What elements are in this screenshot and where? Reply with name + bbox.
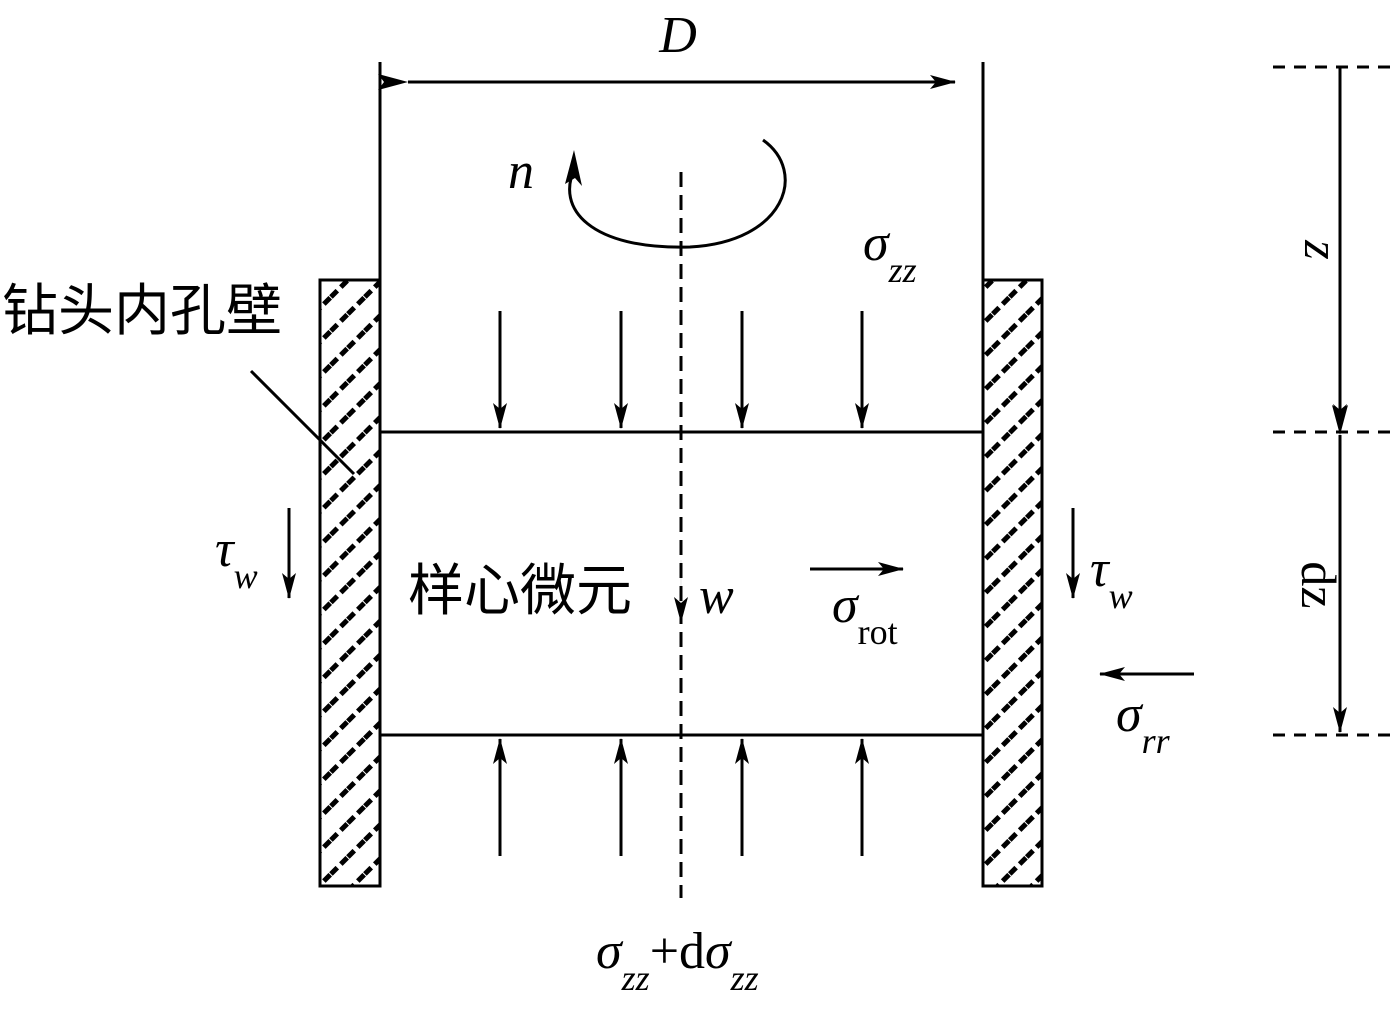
- sigma-symbol: σ: [863, 215, 891, 272]
- subscript-rot: rot: [858, 612, 898, 652]
- drill-wall-left: [318, 278, 382, 888]
- bottom-stress-arrows: [493, 738, 869, 856]
- plus-d: +d: [650, 923, 705, 980]
- sigma-zz-bottom-label: σzz+dσzz: [596, 923, 759, 998]
- tau-w-left-label: τw: [215, 521, 258, 596]
- subscript-rr: rr: [1142, 721, 1171, 761]
- subscript-zz: zz: [621, 958, 650, 998]
- tau-w-right-label: τw: [1090, 541, 1133, 616]
- subscript-w: w: [1109, 576, 1133, 616]
- diameter-label: D: [658, 7, 697, 64]
- drill-wall-right: [981, 278, 1044, 888]
- drill-wall-label: 钻头内孔壁: [2, 279, 282, 344]
- wall-leader-line: [249, 369, 356, 476]
- sigma-rot-label: σrot: [832, 577, 898, 652]
- tau-symbol: τ: [1090, 541, 1111, 598]
- core-element-label: 样心微元: [408, 559, 632, 624]
- sigma-rr-label: σrr: [1116, 686, 1171, 761]
- rotation-arrow: [568, 138, 787, 249]
- subscript-zz: zz: [888, 250, 917, 290]
- rotation-label: n: [508, 143, 534, 200]
- top-stress-arrows: [493, 311, 869, 429]
- subscript-w: w: [234, 556, 258, 596]
- sigma-symbol: σ: [1116, 686, 1144, 743]
- dz-dimension-label: dz: [1291, 561, 1347, 608]
- sigma-symbol: σ: [596, 923, 624, 980]
- z-dimension-label: z: [1294, 239, 1350, 259]
- velocity-label: w: [699, 568, 734, 625]
- sigma-symbol: σ: [832, 577, 860, 634]
- subscript-zz: zz: [730, 958, 759, 998]
- sigma-symbol: σ: [705, 923, 733, 980]
- tau-symbol: τ: [215, 521, 236, 578]
- rotation-arrowhead: [565, 150, 582, 186]
- sigma-zz-top-label: σzz: [863, 215, 917, 290]
